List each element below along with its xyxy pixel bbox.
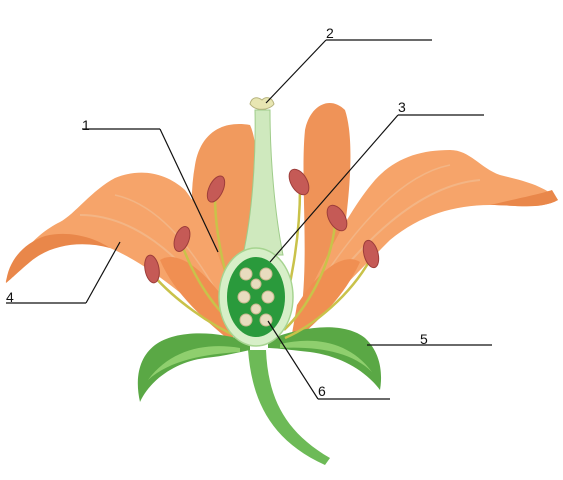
leader-line-6 bbox=[267, 320, 319, 400]
leader-line-3 bbox=[269, 114, 399, 263]
anthers bbox=[144, 168, 380, 284]
label-number-4: 4 bbox=[6, 289, 14, 305]
sepal-left bbox=[137, 333, 250, 402]
anther-4 bbox=[288, 168, 310, 196]
stigma bbox=[249, 97, 275, 110]
filament-6 bbox=[284, 259, 372, 340]
label-4: 4 bbox=[6, 241, 121, 305]
anther-6 bbox=[362, 239, 380, 269]
style bbox=[242, 109, 284, 256]
anther-3 bbox=[206, 175, 226, 203]
ovule bbox=[259, 267, 273, 281]
leader-line-2 bbox=[265, 39, 327, 104]
flower-stem bbox=[248, 350, 330, 465]
ovule bbox=[239, 313, 253, 327]
anther-2 bbox=[173, 226, 191, 252]
label-number-5: 5 bbox=[420, 331, 428, 347]
label-5: 5 bbox=[367, 331, 492, 347]
label-number-1: 1 bbox=[82, 117, 90, 133]
sepal-left-highlight bbox=[148, 346, 240, 380]
filament-5 bbox=[283, 224, 337, 331]
label-number-6: 6 bbox=[318, 383, 326, 399]
ovule bbox=[250, 303, 262, 315]
ovule bbox=[250, 278, 262, 290]
label-6: 6 bbox=[267, 320, 390, 400]
petal-right bbox=[295, 150, 558, 335]
anther-1 bbox=[144, 254, 160, 284]
label-number-2: 2 bbox=[326, 25, 334, 41]
leader-line-4 bbox=[85, 241, 121, 304]
label-number-3: 3 bbox=[398, 99, 406, 115]
sepal-right-highlight bbox=[280, 340, 372, 372]
label-3: 3 bbox=[269, 99, 484, 263]
anther-5 bbox=[326, 204, 348, 232]
ovule bbox=[237, 290, 251, 304]
label-1: 1 bbox=[82, 117, 219, 253]
petal-front-right bbox=[290, 259, 360, 345]
ovary-chamber bbox=[227, 257, 285, 337]
label-2: 2 bbox=[265, 25, 432, 104]
ovule bbox=[239, 267, 253, 281]
petal-left bbox=[5, 172, 240, 335]
leader-line-1 bbox=[159, 128, 219, 253]
petal-right-edge bbox=[490, 190, 558, 207]
ovule bbox=[261, 290, 275, 304]
petal-left-fold bbox=[6, 233, 110, 283]
petal-front-left bbox=[160, 256, 235, 345]
